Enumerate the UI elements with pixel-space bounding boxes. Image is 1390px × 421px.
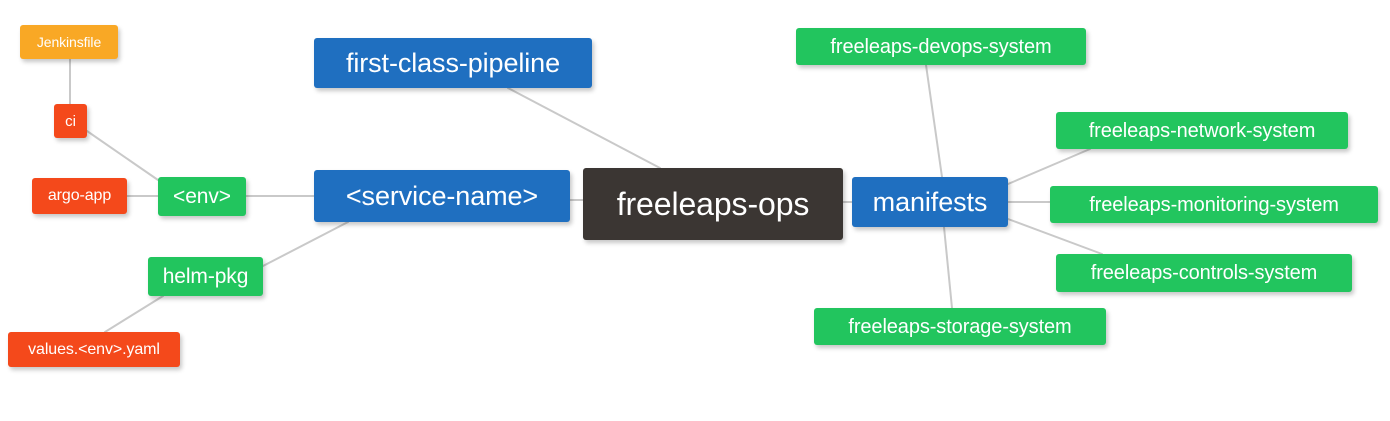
node-label-first-class-pipeline: first-class-pipeline [345, 47, 561, 78]
node-label-freeleaps-network-system: freeleaps-network-system [1088, 119, 1316, 142]
node-values-yaml[interactable]: values.<env>.yaml [8, 332, 180, 367]
node-label-helm-pkg: helm-pkg [162, 265, 249, 288]
node-freeleaps-network-system[interactable]: freeleaps-network-system [1056, 112, 1348, 149]
node-label-freeleaps-ops: freeleaps-ops [616, 186, 810, 222]
node-freeleaps-ops[interactable]: freeleaps-ops [583, 168, 843, 240]
node-label-manifests: manifests [872, 186, 988, 217]
node-freeleaps-devops-system[interactable]: freeleaps-devops-system [796, 28, 1086, 65]
node-first-class-pipeline[interactable]: first-class-pipeline [314, 38, 592, 88]
node-label-ci: ci [65, 112, 76, 130]
node-label-freeleaps-devops-system: freeleaps-devops-system [830, 35, 1052, 58]
node-helm-pkg[interactable]: helm-pkg [148, 257, 263, 296]
node-argo-app[interactable]: argo-app [32, 178, 127, 214]
node-label-service-name: <service-name> [345, 180, 539, 211]
node-label-jenkinsfile: Jenkinsfile [36, 34, 102, 50]
node-label-freeleaps-monitoring-system: freeleaps-monitoring-system [1089, 193, 1339, 216]
node-freeleaps-storage-system[interactable]: freeleaps-storage-system [814, 308, 1106, 345]
node-label-freeleaps-storage-system: freeleaps-storage-system [848, 315, 1072, 338]
node-ci[interactable]: ci [54, 104, 87, 138]
node-label-env: <env> [173, 185, 231, 208]
node-manifests[interactable]: manifests [852, 177, 1008, 227]
node-label-argo-app: argo-app [47, 187, 112, 204]
node-env[interactable]: <env> [158, 177, 246, 216]
node-label-freeleaps-controls-system: freeleaps-controls-system [1090, 262, 1318, 284]
node-label-values-yaml: values.<env>.yaml [28, 340, 160, 358]
node-service-name[interactable]: <service-name> [314, 170, 570, 222]
node-freeleaps-monitoring-system[interactable]: freeleaps-monitoring-system [1050, 186, 1378, 223]
node-jenkinsfile[interactable]: Jenkinsfile [20, 25, 118, 59]
node-freeleaps-controls-system[interactable]: freeleaps-controls-system [1056, 254, 1352, 292]
